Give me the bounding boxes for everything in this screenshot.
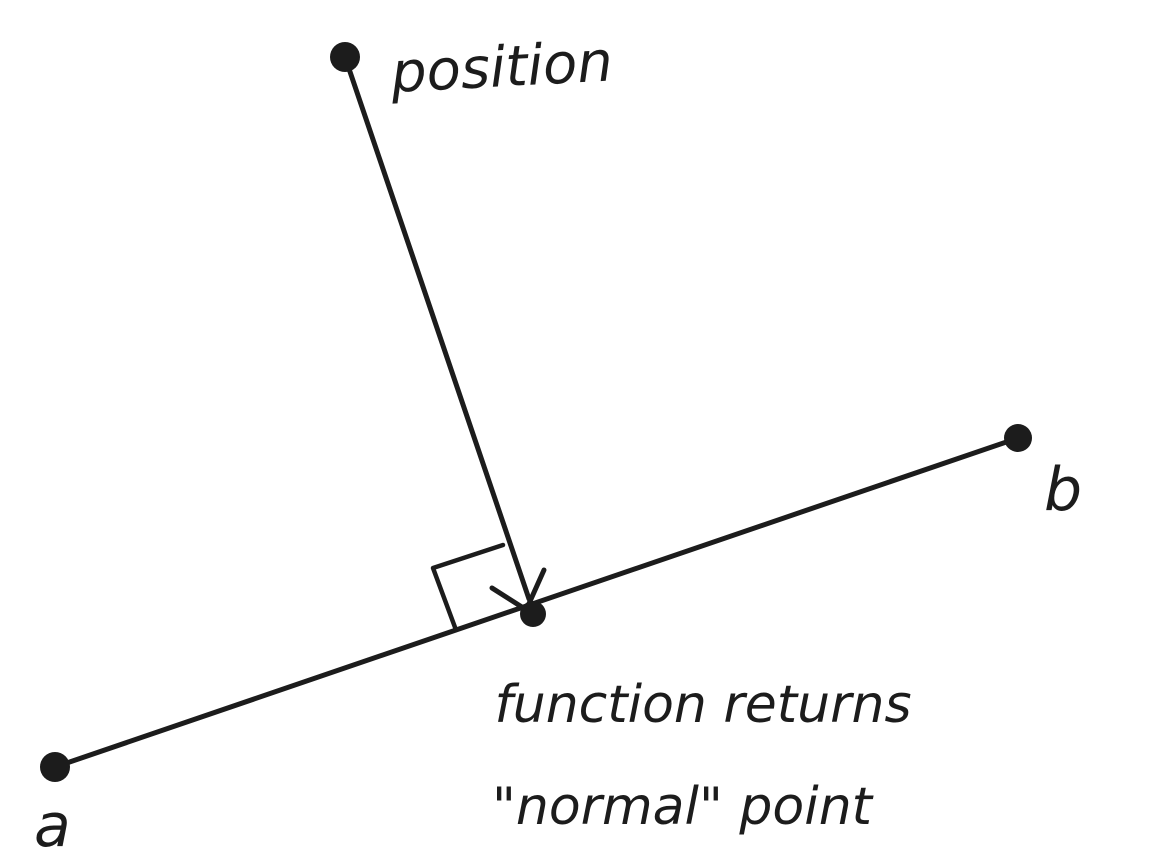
caption-line-2: "normal" point bbox=[492, 777, 874, 837]
point-normal-dot bbox=[520, 601, 546, 627]
right-angle-marker-icon bbox=[430, 542, 506, 633]
caption-line-1: function returns bbox=[494, 675, 911, 735]
point-b-dot bbox=[1004, 424, 1032, 452]
point-a-label: a bbox=[34, 791, 71, 861]
position-label: position bbox=[388, 29, 614, 106]
point-a-dot bbox=[40, 752, 70, 782]
point-b-label: b bbox=[1044, 455, 1082, 525]
point-position-dot bbox=[330, 42, 360, 72]
perpendicular-line bbox=[342, 54, 532, 602]
